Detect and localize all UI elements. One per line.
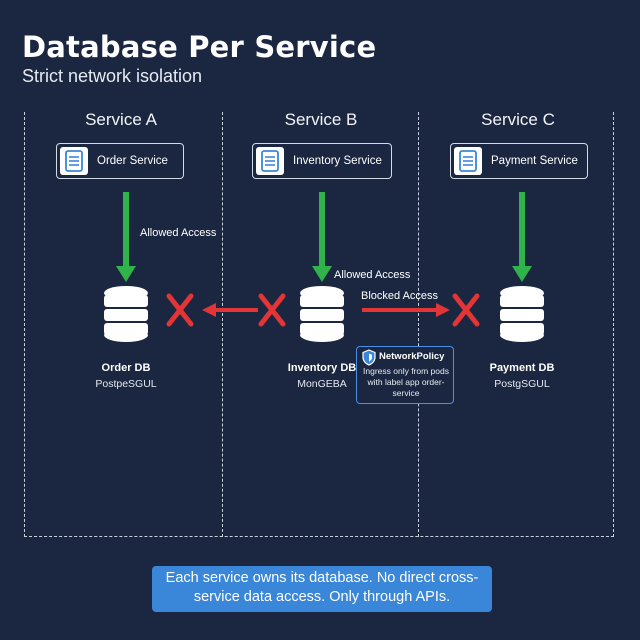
network-policy-text: Ingress only from pods with label app or…: [363, 366, 449, 398]
x-mark-icon: [452, 293, 480, 327]
database-icon-inventory: [300, 286, 344, 342]
server-document-icon: [256, 147, 284, 175]
page-title: Database Per Service: [22, 30, 377, 64]
database-icon-payment: [500, 286, 544, 342]
page-subtitle: Strict network isolation: [22, 66, 203, 86]
service-node-inventory[interactable]: Inventory Service: [252, 143, 392, 179]
allowed-arrow-c: [512, 192, 532, 282]
db-name-order: Order DB: [101, 362, 151, 374]
service-label-inventory: Inventory Service: [293, 155, 382, 167]
column-title-service-c: Service C: [481, 110, 555, 129]
shield-icon: [362, 349, 376, 366]
allowed-arrow-a: [116, 192, 136, 282]
blocked-arrow-left: [202, 303, 258, 317]
database-icon-order: [104, 286, 148, 342]
service-node-payment[interactable]: Payment Service: [450, 143, 588, 179]
db-name-payment: Payment DB: [489, 362, 555, 374]
blocked-arrow-right: [362, 303, 450, 317]
footer-note: Each service owns its database. No direc…: [152, 566, 492, 612]
db-engine-inventory: MonGEBA: [297, 378, 347, 390]
column-divider-2: [418, 112, 419, 537]
service-label-order: Order Service: [97, 155, 168, 167]
edge-label-allowed-b: Allowed Access: [334, 269, 411, 281]
x-mark-icon: [166, 293, 194, 327]
service-node-order[interactable]: Order Service: [56, 143, 184, 179]
column-title-service-b: Service B: [284, 110, 358, 129]
db-name-inventory: Inventory DB: [287, 362, 357, 374]
server-document-icon: [60, 147, 88, 175]
edge-label-allowed-a: Allowed Access: [140, 227, 217, 239]
db-engine-order: PostpeSGUL: [95, 378, 157, 390]
network-policy-callout[interactable]: NetworkPolicy Ingress only from pods wit…: [356, 346, 454, 404]
server-document-icon: [454, 147, 482, 175]
allowed-arrow-b: [312, 192, 332, 282]
edge-label-blocked: Blocked Access: [361, 290, 439, 302]
network-policy-title: NetworkPolicy: [379, 351, 445, 362]
diagram-frame: [24, 112, 614, 537]
x-mark-icon: [258, 293, 286, 327]
column-title-service-a: Service A: [85, 110, 157, 129]
service-label-payment: Payment Service: [491, 155, 578, 167]
db-engine-payment: PostgSGUL: [494, 378, 550, 390]
column-divider-1: [222, 112, 223, 537]
